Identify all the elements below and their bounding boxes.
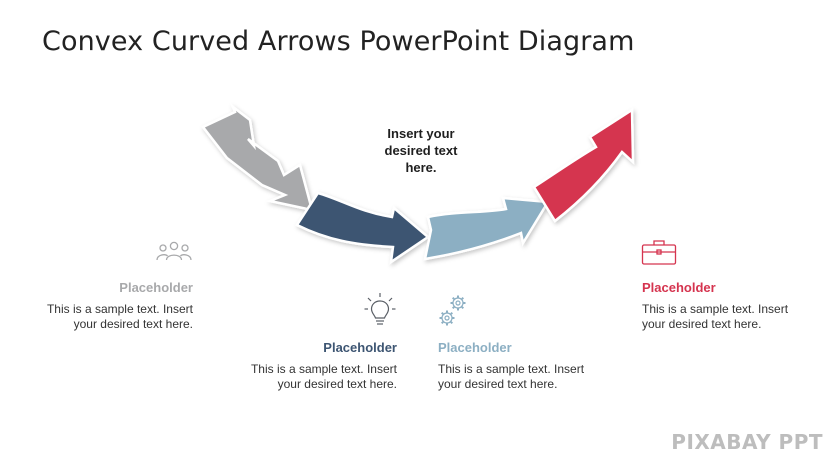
slide-title: Convex Curved Arrows PowerPoint Diagram (42, 26, 635, 57)
step-4-body: This is a sample text. Insert your desir… (642, 301, 789, 332)
people-icon (156, 241, 192, 261)
center-note: Insert your desired text here. (384, 126, 458, 175)
step-4-heading: Placeholder (642, 280, 716, 295)
arrow-gray (201, 103, 314, 212)
step-2-body: This is a sample text. Insert your desir… (250, 361, 397, 392)
gears-icon (439, 295, 466, 326)
arrow-red (532, 107, 635, 223)
step-3-heading: Placeholder (438, 340, 512, 355)
step-2-block: Placeholder This is a sample text. Inser… (227, 340, 397, 393)
arrow-navy (295, 191, 431, 265)
step-1-block: Placeholder This is a sample text. Inser… (23, 280, 193, 333)
arrow-light-blue (423, 196, 551, 261)
step-3-block: Placeholder This is a sample text. Inser… (438, 340, 608, 393)
step-1-heading: Placeholder (119, 280, 193, 295)
step-4-block: Placeholder This is a sample text. Inser… (642, 280, 812, 333)
step-2-heading: Placeholder (323, 340, 397, 355)
watermark: PIXABAY PPT (671, 430, 823, 454)
briefcase-icon (641, 240, 677, 265)
step-3-body: This is a sample text. Insert your desir… (438, 361, 585, 392)
lightbulb-icon (364, 293, 396, 325)
step-1-body: This is a sample text. Insert your desir… (46, 301, 193, 332)
